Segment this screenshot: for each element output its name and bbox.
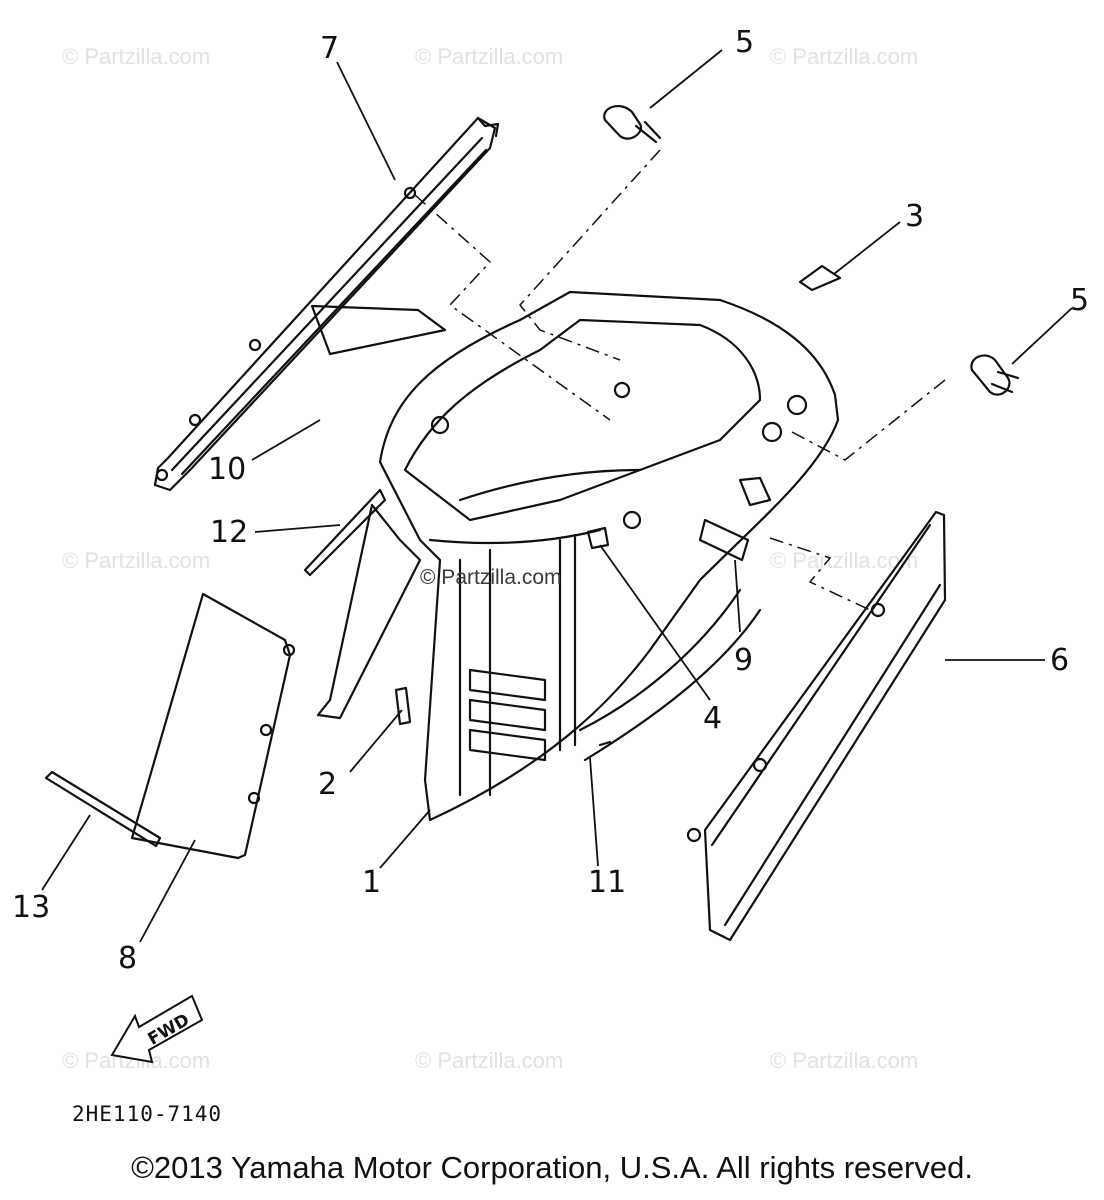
callout-4: 4 xyxy=(703,701,723,736)
watermark: © Partzilla.com xyxy=(415,44,564,69)
part-4-grommet xyxy=(586,526,610,550)
callout-11: 11 xyxy=(588,865,627,900)
watermark: © Partzilla.com xyxy=(62,44,211,69)
part-10-decal xyxy=(310,304,447,356)
callout-1: 1 xyxy=(362,865,382,900)
part-11-seal xyxy=(598,740,612,747)
callout-3: 3 xyxy=(905,199,925,234)
callout-5-right: 5 xyxy=(1070,283,1090,318)
watermark: © Partzilla.com xyxy=(770,1048,919,1073)
part-1-bottom-cowling xyxy=(378,290,840,822)
watermark: © Partzilla.com xyxy=(415,1048,564,1073)
callout-5-top: 5 xyxy=(735,25,755,60)
part-5-screw-top xyxy=(603,104,662,144)
leader-lines xyxy=(41,49,1073,943)
callout-13: 13 xyxy=(12,890,51,925)
part-12-strip xyxy=(303,488,387,577)
callout-9: 9 xyxy=(734,643,754,678)
center-watermark: © Partzilla.com xyxy=(420,566,562,589)
copyright-notice: ©2013 Yamaha Motor Corporation, U.S.A. A… xyxy=(131,1150,973,1185)
alignment-lines xyxy=(414,149,946,611)
part-6-side-panel xyxy=(686,510,947,942)
watermark: © Partzilla.com xyxy=(62,548,211,573)
callout-12: 12 xyxy=(210,515,249,550)
part-9-emblem xyxy=(698,518,750,562)
callout-6: 6 xyxy=(1050,643,1070,678)
part-7-side-rail xyxy=(153,116,500,492)
part-5-screw-right xyxy=(970,354,1020,396)
diagram-part-code: 2HE110-7140 xyxy=(72,1102,223,1126)
watermark: © Partzilla.com xyxy=(770,44,919,69)
part-12-bracket xyxy=(316,503,422,720)
part-2-clip xyxy=(394,686,412,726)
callout-2: 2 xyxy=(318,767,338,802)
fwd-arrow-icon: FWD xyxy=(110,994,204,1064)
part-13-strip xyxy=(44,770,162,848)
part-3-clip xyxy=(798,264,842,292)
callout-10: 10 xyxy=(208,452,247,487)
callout-8: 8 xyxy=(118,941,138,976)
part-8-side-cover xyxy=(130,592,296,860)
callout-7: 7 xyxy=(320,31,340,66)
